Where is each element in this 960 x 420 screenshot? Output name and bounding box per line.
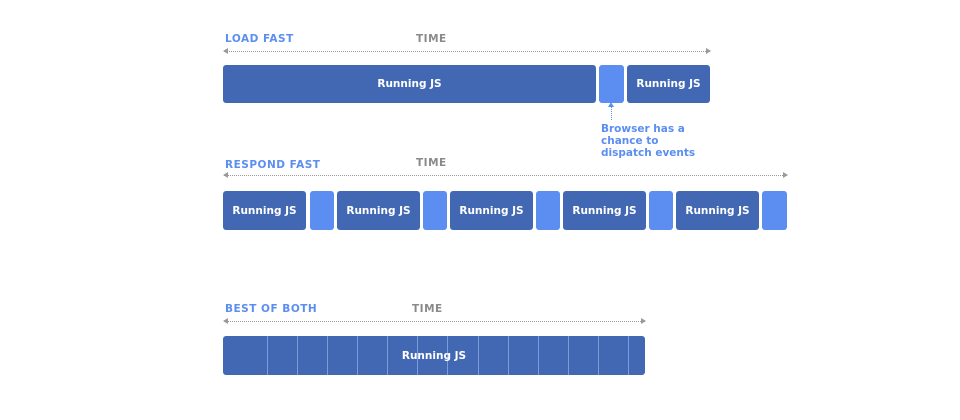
respond-fast-running-js-block: Running JS xyxy=(450,191,533,230)
respond-fast-running-js-block: Running JS xyxy=(337,191,420,230)
chunk-divider xyxy=(568,336,569,375)
respond-fast-running-js-block: Running JS xyxy=(223,191,306,230)
respond-fast-running-js-block: Running JS xyxy=(676,191,759,230)
chunk-divider xyxy=(538,336,539,375)
respond-fast-running-js-block: Running JS xyxy=(563,191,646,230)
chunk-divider xyxy=(508,336,509,375)
chunk-divider xyxy=(598,336,599,375)
annotation-line: chance to xyxy=(601,135,659,147)
running-js-label: Running JS xyxy=(232,204,297,217)
running-js-label: Running JS xyxy=(685,204,750,217)
load-fast-title: LOAD FAST xyxy=(225,33,294,45)
running-js-label: Running JS xyxy=(346,204,411,217)
load-fast-running-js-block: Running JS xyxy=(223,65,596,103)
load-fast-time-arrow xyxy=(223,48,711,54)
chunk-divider xyxy=(417,336,418,375)
best-of-both-title: BEST OF BOTH xyxy=(225,303,318,315)
event-pointer-arrow xyxy=(608,102,614,120)
chunk-divider xyxy=(628,336,629,375)
respond-fast-event-gap xyxy=(423,191,447,230)
load-fast-event-gap xyxy=(599,65,624,103)
chunk-divider xyxy=(478,336,479,375)
respond-fast-event-gap xyxy=(536,191,560,230)
chunk-divider xyxy=(267,336,268,375)
annotation-line: dispatch events xyxy=(601,147,696,159)
chunk-divider xyxy=(387,336,388,375)
best-of-both-time-arrow xyxy=(223,318,646,324)
running-js-label: Running JS xyxy=(636,78,701,90)
respond-fast-title: RESPOND FAST xyxy=(225,159,321,171)
running-js-label: Running JS xyxy=(459,204,524,217)
load-fast-running-js-block: Running JS xyxy=(627,65,710,103)
running-js-label: Running JS xyxy=(401,349,467,362)
respond-fast-time-label: TIME xyxy=(416,157,447,169)
running-js-label: Running JS xyxy=(572,204,637,217)
chunk-divider xyxy=(297,336,298,375)
respond-fast-time-arrow xyxy=(223,172,788,178)
chunk-divider xyxy=(357,336,358,375)
chunk-divider xyxy=(447,336,448,375)
respond-fast-event-gap xyxy=(762,191,787,230)
best-of-both-time-label: TIME xyxy=(412,303,443,315)
running-js-label: Running JS xyxy=(377,78,442,90)
event-annotation: Browser has a chance to dispatch events xyxy=(601,123,695,159)
respond-fast-event-gap xyxy=(310,191,334,230)
annotation-line: Browser has a xyxy=(601,123,685,135)
respond-fast-event-gap xyxy=(649,191,673,230)
best-of-both-running-js-bar: Running JS xyxy=(223,336,645,375)
chunk-divider xyxy=(327,336,328,375)
load-fast-time-label: TIME xyxy=(416,33,447,45)
